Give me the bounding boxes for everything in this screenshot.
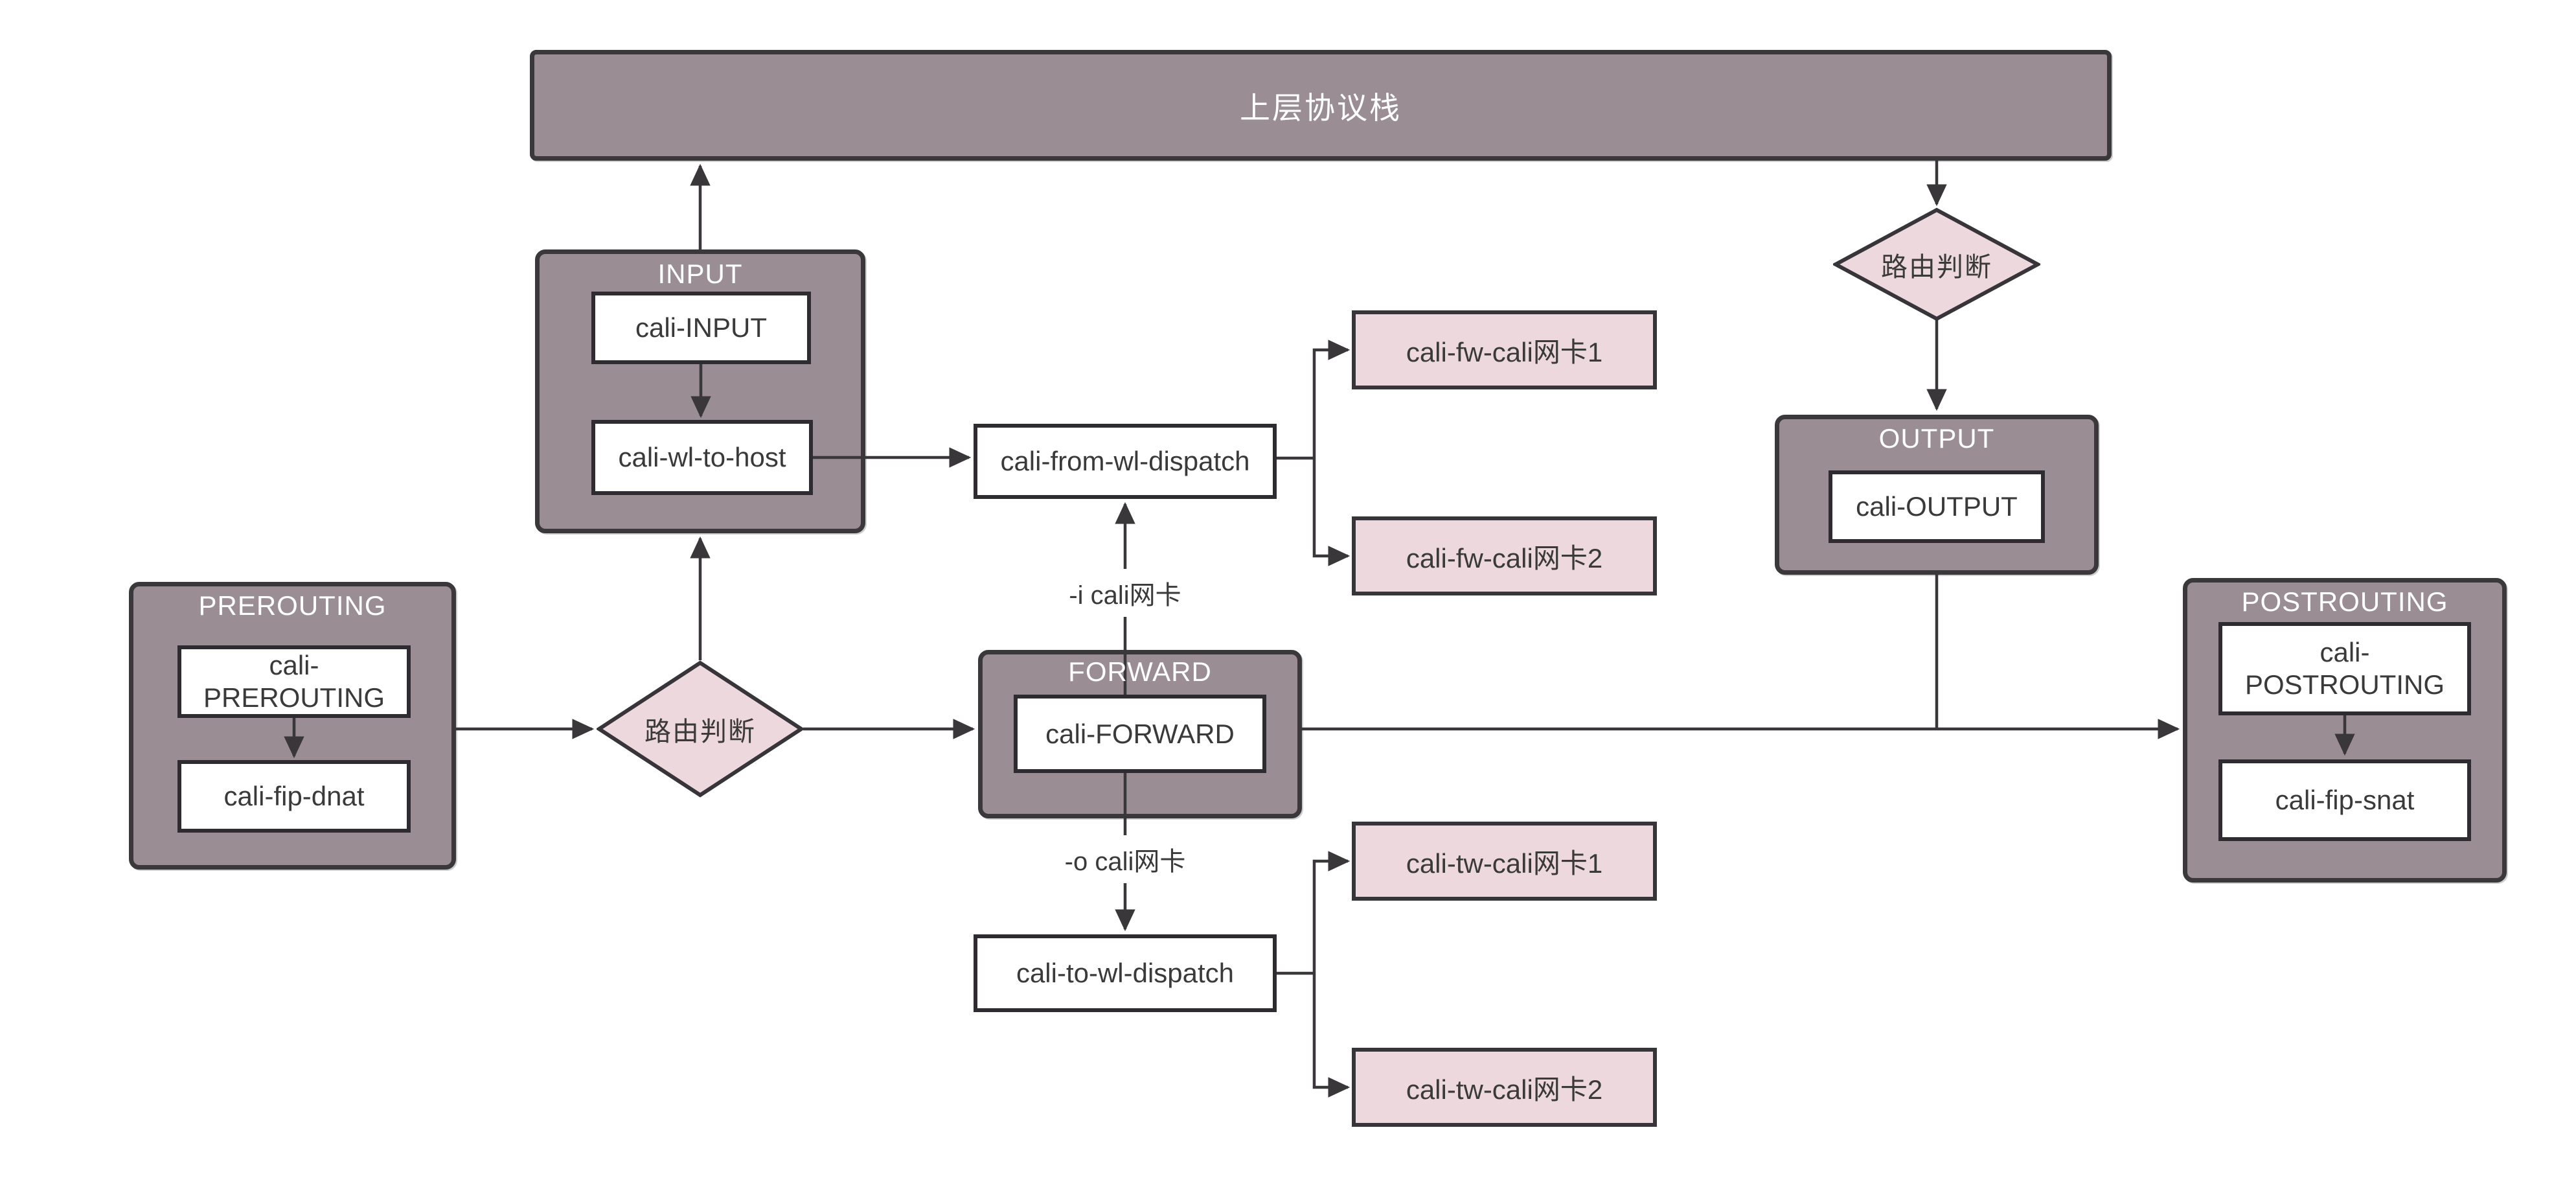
decision-right: 路由判断 <box>1833 207 2040 321</box>
node-cali-to-wl-dispatch-label: cali-to-wl-dispatch <box>1016 958 1235 989</box>
node-cali-output: cali-OUTPUT <box>1829 470 2045 543</box>
edge-towl-to-twnic2 <box>1312 973 1351 1098</box>
node-cali-output-label: cali-OUTPUT <box>1856 491 2018 522</box>
edge-fromwl-to-fwnic1 <box>1312 340 1351 458</box>
node-cali-wl-to-host-label: cali-wl-to-host <box>618 442 786 473</box>
node-cali-tw-nic2: cali-tw-cali网卡2 <box>1352 1048 1657 1127</box>
decision-left-label: 路由判断 <box>644 717 756 746</box>
edge-towl-to-twnic1 <box>1312 851 1351 973</box>
decision-left: 路由判断 <box>597 660 804 798</box>
edge-fromwl-to-fwnic2 <box>1312 458 1351 566</box>
node-cali-fw-nic1-label: cali-fw-cali网卡1 <box>1406 336 1603 367</box>
node-cali-postrouting: cali- POSTROUTING <box>2218 622 2471 715</box>
node-cali-fw-nic1: cali-fw-cali网卡1 <box>1352 310 1657 389</box>
node-cali-from-wl-dispatch-label: cali-from-wl-dispatch <box>1000 446 1250 477</box>
node-cali-forward-label: cali-FORWARD <box>1045 718 1235 749</box>
edge-label-out-iface: -o cali网卡 <box>1002 835 1248 883</box>
node-cali-tw-nic1: cali-tw-cali网卡1 <box>1352 822 1657 901</box>
node-cali-prerouting-label: cali- PREROUTING <box>203 650 385 713</box>
node-cali-wl-to-host: cali-wl-to-host <box>591 420 813 495</box>
upper-protocol-stack-bar: 上层协议栈 <box>530 50 2112 161</box>
upper-protocol-stack-label: 上层协议栈 <box>1240 91 1402 125</box>
group-output-title: OUTPUT <box>1878 423 1995 454</box>
node-cali-tw-nic2-label: cali-tw-cali网卡2 <box>1406 1074 1603 1105</box>
node-cali-prerouting: cali- PREROUTING <box>177 645 411 718</box>
node-cali-input-label: cali-INPUT <box>635 312 767 343</box>
node-cali-fip-dnat: cali-fip-dnat <box>177 760 411 833</box>
edge-label-in-iface: -i cali网卡 <box>1002 569 1248 617</box>
node-cali-input: cali-INPUT <box>591 292 811 364</box>
node-cali-forward: cali-FORWARD <box>1014 695 1266 773</box>
node-cali-from-wl-dispatch: cali-from-wl-dispatch <box>974 424 1277 499</box>
node-cali-fip-snat-label: cali-fip-snat <box>2275 785 2415 816</box>
group-postrouting-title: POSTROUTING <box>2241 586 2448 617</box>
node-cali-fip-snat: cali-fip-snat <box>2218 759 2471 841</box>
node-cali-fw-nic2-label: cali-fw-cali网卡2 <box>1406 542 1603 573</box>
node-cali-to-wl-dispatch: cali-to-wl-dispatch <box>974 934 1277 1012</box>
decision-left-shape <box>597 660 804 798</box>
group-input-title: INPUT <box>657 259 743 289</box>
node-cali-tw-nic1-label: cali-tw-cali网卡1 <box>1406 848 1603 879</box>
group-forward-title: FORWARD <box>1068 656 1212 687</box>
node-cali-fw-nic2: cali-fw-cali网卡2 <box>1352 516 1657 595</box>
node-cali-postrouting-label: cali- POSTROUTING <box>2244 637 2445 700</box>
decision-right-label: 路由判断 <box>1881 252 1992 282</box>
decision-right-shape <box>1833 207 2040 321</box>
group-prerouting-title: PREROUTING <box>198 590 387 621</box>
node-cali-fip-dnat-label: cali-fip-dnat <box>223 781 365 812</box>
